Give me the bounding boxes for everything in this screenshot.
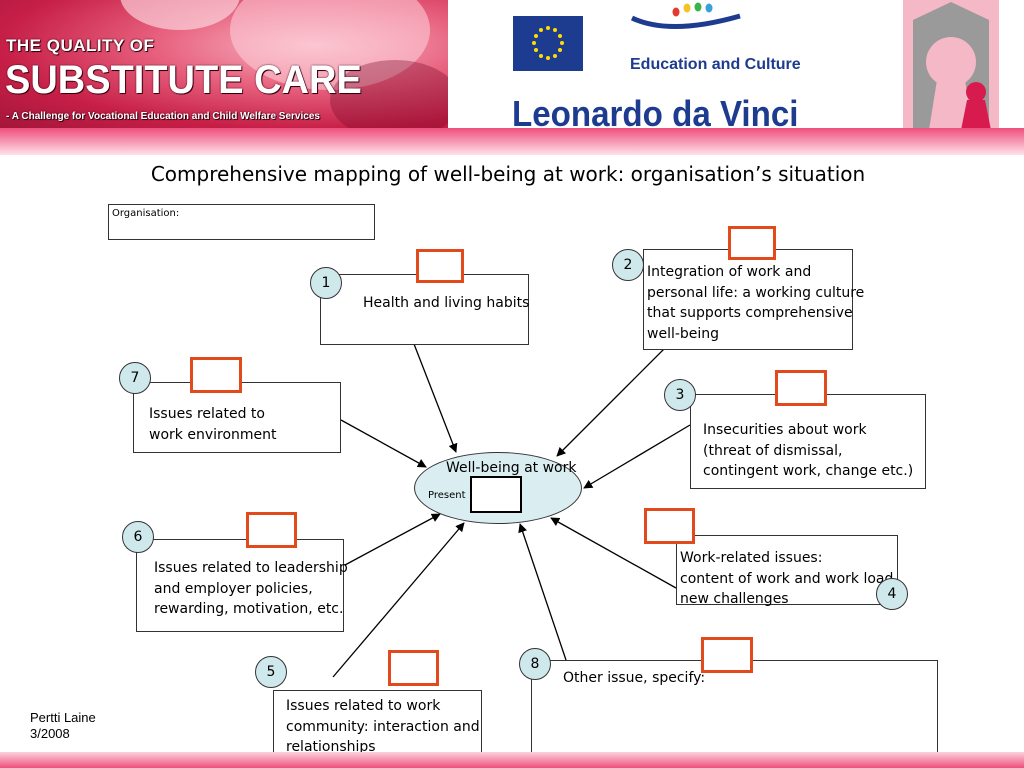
factor-6-rating-box[interactable] [246, 512, 297, 548]
factor-4-line: Work-related issues: [680, 550, 823, 566]
factor-3-line: contingent work, change etc.) [703, 463, 914, 479]
factor-3-text: Insecurities about work (threat of dismi… [703, 420, 913, 482]
factor-6-line: and employer policies, [154, 580, 313, 597]
factor-1-badge: 1 [310, 267, 342, 299]
flower-decoration [330, 60, 448, 130]
factor-box-5 [273, 690, 482, 752]
factor-4-badge: 4 [876, 578, 908, 610]
factor-6-line: Issues related to leadership [154, 560, 348, 576]
arrow-8 [518, 523, 567, 661]
factor-5-text: Issues related to work community: intera… [286, 696, 480, 758]
factor-5-rating-box[interactable] [388, 650, 439, 686]
arrow-2 [556, 329, 684, 457]
factor-2-line: personal life: a working culture [647, 284, 865, 301]
brand-title-line1: THE QUALITY OF [6, 36, 155, 55]
factor-3-line: (threat of dismissal, [703, 442, 843, 459]
arrow-4 [550, 517, 677, 589]
factor-6-text: Issues related to leadership and employe… [154, 558, 348, 620]
eu-flag-logo [513, 16, 583, 71]
factor-7-text: Issues related to work environment [149, 404, 277, 445]
factor-1-rating-box[interactable] [416, 249, 464, 283]
factor-2-text: Integration of work and personal life: a… [647, 262, 864, 344]
factor-3-badge: 3 [664, 379, 696, 411]
factor-3-line: Insecurities about work [703, 422, 867, 438]
factor-5-line: relationships [286, 739, 376, 755]
arrow-6 [344, 513, 441, 566]
factor-box-3 [690, 394, 926, 489]
factor-2-line: well-being [647, 325, 720, 342]
factor-5-line: Issues related to work [286, 698, 441, 714]
factor-8-line: Other issue, specify: [563, 670, 706, 686]
brand-subtitle: - A Challenge for Vocational Education a… [6, 111, 320, 122]
factor-box-2 [643, 249, 853, 350]
factor-2-badge: 2 [612, 249, 644, 281]
factor-5-line: community: interaction and [286, 718, 480, 735]
footer-band [0, 752, 1024, 768]
header-banner [0, 0, 448, 130]
factor-6-line: rewarding, motivation, etc. [154, 601, 344, 617]
brand-title-line2: SUBSTITUTE CARE [5, 58, 362, 102]
factor-4-rating-box[interactable] [644, 508, 695, 544]
factor-3-rating-box[interactable] [775, 370, 827, 406]
factor-5-badge: 5 [255, 656, 287, 688]
factor-2-line: Integration of work and [647, 264, 812, 280]
factor-box-1 [320, 274, 529, 345]
factor-7-line: work environment [149, 426, 277, 443]
factor-2-rating-box[interactable] [728, 226, 776, 260]
factor-box-4 [676, 535, 898, 605]
factor-8-badge: 8 [519, 648, 551, 680]
organisation-label: Organisation: [112, 208, 180, 219]
education-culture-logo [630, 2, 790, 42]
factor-6-badge: 6 [122, 521, 154, 553]
keyhole-logo [903, 0, 999, 130]
factor-1-line: Health and living habits [363, 295, 530, 311]
factor-4-line: content of work and work load [680, 570, 894, 587]
factor-7-line: Issues related to [149, 406, 265, 422]
wellbeing-label: Well-being at work [446, 460, 577, 476]
factor-1-text: Health and living habits [363, 293, 529, 314]
arrow-3 [583, 424, 691, 489]
organisation-field[interactable] [108, 204, 375, 240]
arrow-7 [340, 419, 427, 468]
leonardo-da-vinci-label: Leonardo da Vinci [512, 93, 799, 134]
factor-4-text: Work-related issues: content of work and… [680, 548, 894, 610]
factor-8-text: Other issue, specify: [563, 668, 705, 689]
present-label: Present [428, 490, 466, 501]
factor-8-rating-box[interactable] [701, 637, 753, 673]
factor-box-6 [136, 539, 344, 632]
factor-box-8 [531, 660, 938, 752]
footer: Pertti Laine 3/2008 [30, 710, 96, 742]
slide-title: Comprehensive mapping of well-being at w… [150, 162, 866, 186]
arrow-1 [413, 343, 458, 453]
factor-box-7 [133, 382, 341, 453]
header-band [0, 128, 1024, 155]
footer-date: 3/2008 [30, 726, 70, 741]
footer-author: Pertti Laine [30, 710, 96, 725]
education-culture-label: Education and Culture [630, 56, 801, 73]
factor-7-rating-box[interactable] [190, 357, 242, 393]
factor-2-line: that supports comprehensive [647, 305, 853, 321]
present-rating-box[interactable] [470, 476, 522, 513]
arrow-5 [332, 522, 465, 678]
factor-7-badge: 7 [119, 362, 151, 394]
factor-4-line: new challenges [680, 591, 789, 607]
